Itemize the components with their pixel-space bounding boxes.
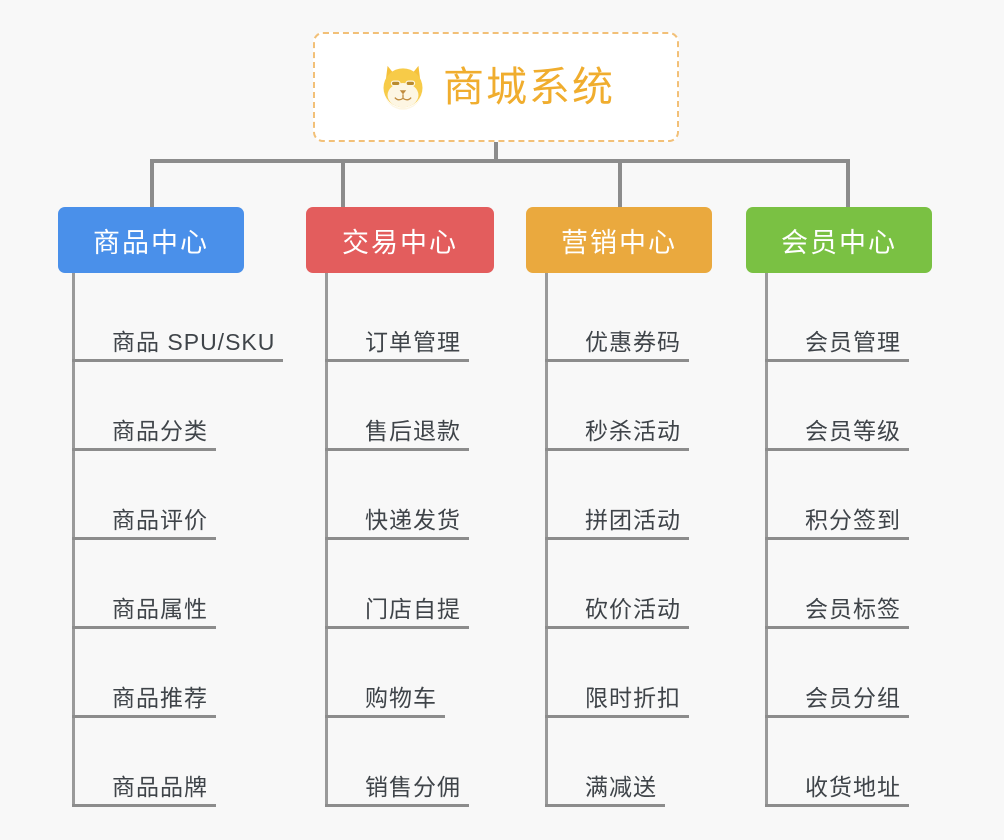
leaf-branch-line [72, 804, 216, 807]
leaf-branch-line [765, 715, 909, 718]
leaf-branch-line [545, 448, 689, 451]
leaf-branch-line [325, 626, 469, 629]
category-box-4[interactable]: 会员中心 [746, 207, 932, 273]
leaf-item-label: 订单管理 [365, 328, 461, 355]
category-box-3[interactable]: 营销中心 [526, 207, 712, 273]
leaf-branch-line [72, 626, 216, 629]
leaf-item-label: 会员标签 [805, 595, 901, 622]
leaf-branch-line [72, 537, 216, 540]
leaf-item-label: 砍价活动 [585, 595, 681, 622]
leaf-branch-line [72, 715, 216, 718]
category-label-2: 交易中心 [342, 227, 458, 258]
connector-drop-3 [618, 159, 622, 207]
connector-drop-2 [341, 159, 345, 207]
column-spine-3 [545, 273, 548, 807]
leaf-branch-line [72, 359, 284, 362]
column-spine-2 [325, 273, 328, 807]
leaf-item-label: 快递发货 [365, 506, 461, 533]
category-label-3: 营销中心 [561, 227, 677, 258]
leaf-item-label: 满减送 [585, 773, 657, 800]
leaf-branch-line [325, 448, 469, 451]
leaf-item-label: 拼团活动 [585, 506, 681, 533]
shiba-dog-icon [383, 65, 423, 110]
category-box-2[interactable]: 交易中心 [306, 207, 494, 273]
leaf-branch-line [545, 715, 689, 718]
leaf-item-label: 商品推荐 [112, 684, 208, 711]
leaf-branch-line [545, 359, 689, 362]
leaf-item-label: 门店自提 [365, 595, 461, 622]
leaf-branch-line [325, 804, 469, 807]
leaf-item-label: 商品评价 [112, 506, 208, 533]
connector-root-stem [494, 142, 498, 163]
leaf-branch-line [765, 626, 909, 629]
leaf-item-label: 秒杀活动 [585, 417, 681, 444]
leaf-item-label: 销售分佣 [365, 773, 461, 800]
leaf-item-label: 限时折扣 [585, 684, 681, 711]
leaf-item-label: 商品分类 [112, 417, 208, 444]
leaf-branch-line [545, 804, 665, 807]
leaf-item-label: 积分签到 [805, 506, 901, 533]
leaf-item-label: 收货地址 [805, 773, 901, 800]
leaf-item-label: 会员分组 [805, 684, 901, 711]
leaf-branch-line [72, 448, 216, 451]
leaf-item-label: 商品 SPU/SKU [112, 328, 276, 355]
leaf-branch-line [765, 359, 909, 362]
root-title: 商城系统 [443, 63, 615, 110]
column-spine-4 [765, 273, 768, 807]
connector-drop-4 [846, 159, 850, 207]
leaf-item-label: 商品品牌 [112, 773, 208, 800]
category-label-1: 商品中心 [93, 227, 209, 258]
leaf-item-label: 会员等级 [805, 417, 901, 444]
leaf-branch-line [325, 715, 445, 718]
leaf-branch-line [765, 804, 909, 807]
connector-horizontal-bus [150, 159, 850, 163]
leaf-item-label: 购物车 [365, 684, 437, 711]
category-box-1[interactable]: 商品中心 [58, 207, 244, 273]
leaf-item-label: 优惠券码 [585, 328, 681, 355]
connector-drop-1 [150, 159, 154, 207]
leaf-branch-line [545, 537, 689, 540]
root-node[interactable]: 商城系统 [313, 32, 679, 142]
leaf-item-label: 商品属性 [112, 595, 208, 622]
leaf-item-label: 售后退款 [365, 417, 461, 444]
leaf-branch-line [765, 448, 909, 451]
leaf-branch-line [765, 537, 909, 540]
leaf-branch-line [325, 537, 469, 540]
category-label-4: 会员中心 [781, 227, 897, 258]
column-spine-1 [72, 273, 75, 807]
leaf-item-label: 会员管理 [805, 328, 901, 355]
leaf-branch-line [325, 359, 469, 362]
leaf-branch-line [545, 626, 689, 629]
